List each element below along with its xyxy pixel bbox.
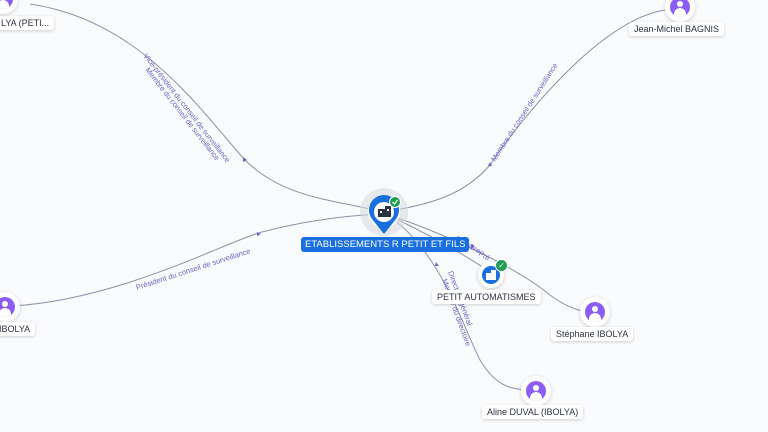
person-label-right[interactable]: Stéphane IBOLYA	[551, 327, 634, 341]
arrow-marker	[471, 244, 475, 249]
edge-top-right	[385, 9, 666, 213]
arrow-marker	[435, 262, 439, 266]
arrow-marker	[243, 157, 247, 162]
edge-label-top-left-2: Membre du conseil de surveillance	[143, 66, 221, 163]
person-label-left[interactable]: IBOLYA	[0, 322, 36, 336]
person-icon	[670, 0, 690, 17]
arrow-marker	[488, 162, 492, 166]
building-icon	[378, 206, 391, 217]
person-label-top-right[interactable]: Jean-Michel BAGNIS	[629, 22, 725, 36]
person-node-top-right[interactable]	[665, 0, 695, 22]
check-badge-icon	[389, 196, 401, 208]
edge-label-top-right: Membre du conseil de surveillance	[489, 61, 559, 163]
person-node-right[interactable]	[580, 297, 610, 327]
arrow-marker	[257, 232, 261, 236]
person-label-top-left[interactable]: LYA (PETI...	[0, 16, 55, 30]
edge-top-left	[29, 3, 383, 213]
person-icon	[0, 0, 13, 9]
edge-right	[385, 213, 593, 313]
person-icon	[526, 381, 546, 401]
edge-left	[11, 213, 381, 307]
person-node-bottom[interactable]	[521, 376, 551, 406]
subsidiary-node[interactable]: ✓	[478, 259, 508, 288]
edge-label-top-left-1: Vice-président du conseil de surveillanc…	[141, 52, 232, 165]
main-company-node[interactable]	[360, 188, 408, 236]
person-icon	[0, 297, 15, 317]
check-badge-icon: ✓	[495, 259, 508, 272]
person-node-left[interactable]	[0, 292, 20, 322]
subsidiary-label[interactable]: PETIT AUTOMATISMES	[432, 290, 541, 304]
person-label-bottom[interactable]: Aline DUVAL (IBOLYA)	[482, 405, 584, 419]
building-icon	[486, 270, 496, 280]
person-icon	[585, 302, 605, 322]
edge-label-left: Président du conseil de surveillance	[135, 246, 252, 292]
main-company-label[interactable]: ETABLISSEMENTS R PETIT ET FILS	[301, 237, 470, 252]
